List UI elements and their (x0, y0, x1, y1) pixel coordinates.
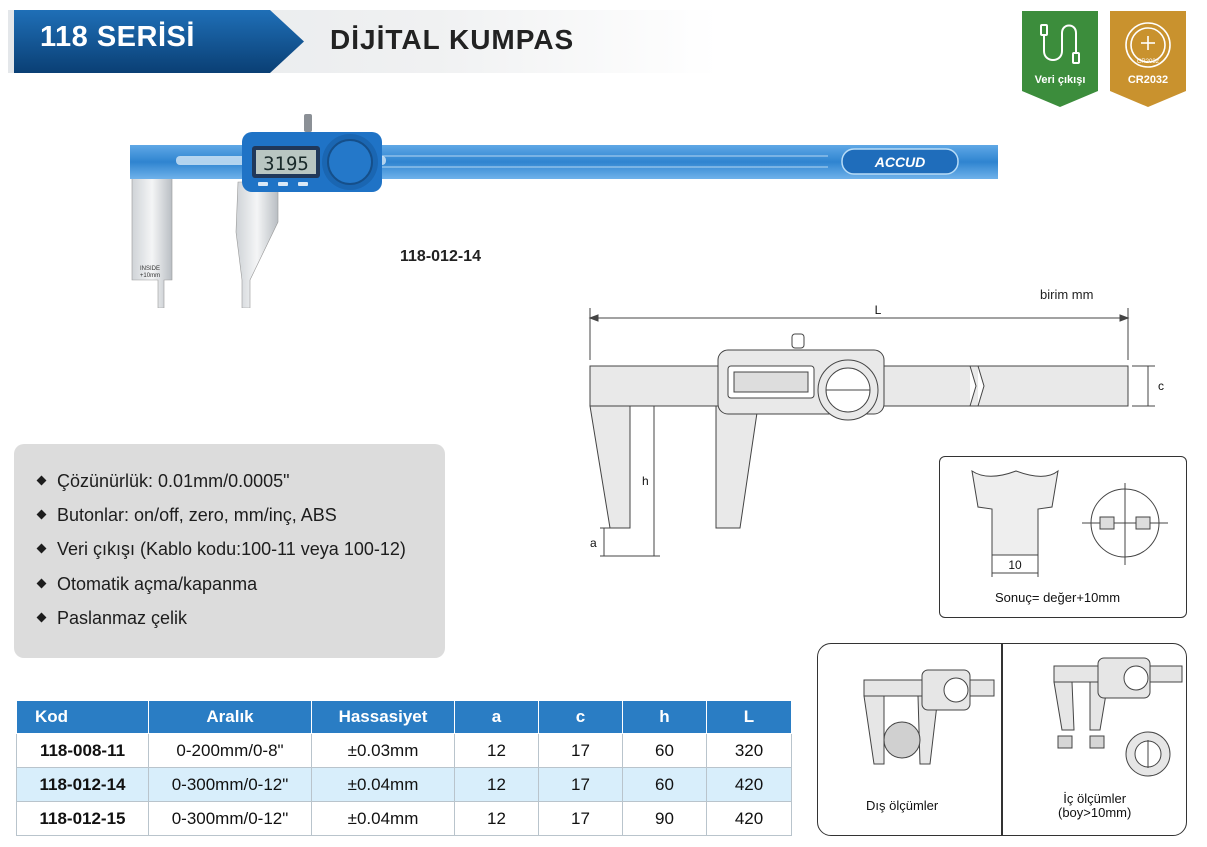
caliper-photo: ACCUD 3195 INSIDE +10mm (130, 114, 998, 308)
table-cell: 12 (454, 767, 539, 802)
table-row: 118-008-11 0-200mm/0-8" ±0.03mm 12 17 60… (16, 733, 792, 768)
outside-measure-label: Dış ölçümler (866, 798, 939, 813)
table-header-row: Kod Aralık Hassasiyet a c h L (16, 700, 792, 734)
jaw-label: INSIDE (140, 266, 160, 272)
inside-jaw-diagram: 10 (971, 469, 1168, 577)
note-text: Sonuç= değer+10mm (995, 590, 1121, 605)
table-row: 118-012-15 0-300mm/0-12" ±0.04mm 12 17 9… (16, 801, 792, 836)
data-output-badge: Veri çıkışı (1022, 11, 1098, 107)
page-title: DİJİTAL KUMPAS (330, 24, 575, 55)
product-code: 118-012-14 (400, 248, 481, 265)
table-cell: 12 (454, 801, 539, 836)
table-cell: 420 (706, 801, 792, 836)
inside-jaw-note-panel: 10 (939, 456, 1187, 618)
table-cell: ±0.04mm (311, 801, 455, 836)
feature-item: Butonlar: on/off, zero, mm/inç, ABS (36, 505, 337, 526)
feature-item: Çözünürlük: 0.01mm/0.0005" (36, 471, 290, 492)
table-cell: 17 (538, 801, 623, 836)
column-header-a: a (454, 700, 539, 734)
inside-measure-label: İç ölçümler (boy>10mm) (1058, 792, 1131, 820)
column-header-c: c (538, 700, 623, 734)
bullet-icon (36, 578, 47, 589)
bullet-icon (36, 475, 47, 486)
bullet-icon (36, 612, 47, 623)
badge-label: Veri çıkışı (1034, 74, 1086, 86)
table-cell: 17 (538, 733, 623, 768)
table-cell: 90 (622, 801, 707, 836)
unit-label: birim mm (1040, 287, 1094, 302)
dim-c-label: c (1158, 379, 1164, 393)
series-banner (14, 10, 304, 73)
dim-a-label: a (590, 536, 597, 550)
table-cell: 0-300mm/0-12" (148, 767, 312, 802)
series-title: 118 SERİSİ (40, 21, 195, 53)
jaw-label: +10mm (140, 273, 160, 279)
panel-divider (1001, 643, 1003, 836)
table-cell: 0-300mm/0-12" (148, 801, 312, 836)
spec-table: Kod Aralık Hassasiyet a c h L 118-008-11… (16, 700, 792, 836)
column-header-l: L (706, 700, 792, 734)
feature-item: Paslanmaz çelik (36, 608, 187, 629)
technical-drawing: L c h a (588, 303, 1164, 557)
table-cell: 118-008-11 (16, 733, 149, 768)
measurement-diagrams (863, 657, 1183, 777)
svg-text:CR2032: CR2032 (1137, 59, 1160, 65)
cable-icon (1040, 24, 1080, 64)
column-header-hassasiyet: Hassasiyet (311, 700, 455, 734)
column-header-aralik: Aralık (148, 700, 312, 734)
inside-measure-line2: (boy>10mm) (1058, 805, 1132, 820)
bullet-icon (36, 509, 47, 520)
table-cell: 118-012-15 (16, 801, 149, 836)
battery-badge: CR2032 CR2032 (1110, 11, 1186, 107)
table-cell: 118-012-14 (16, 767, 149, 802)
table-cell: 420 (706, 767, 792, 802)
table-cell: 0-200mm/0-8" (148, 733, 312, 768)
lcd-reading: 3195 (263, 153, 309, 175)
table-cell: 60 (622, 767, 707, 802)
table-cell: ±0.04mm (311, 767, 455, 802)
dim-L-label: L (875, 303, 882, 317)
table-cell: 17 (538, 767, 623, 802)
badge-label: CR2032 (1127, 74, 1169, 86)
table-cell: ±0.03mm (311, 733, 455, 768)
battery-icon (1125, 22, 1171, 68)
column-header-h: h (622, 700, 707, 734)
feature-item: Veri çıkışı (Kablo kodu:100-11 veya 100-… (36, 539, 406, 560)
inside-measure-line1: İç ölçümler (1063, 791, 1127, 806)
table-row: 118-012-14 0-300mm/0-12" ±0.04mm 12 17 6… (16, 767, 792, 802)
note-dim: 10 (1008, 558, 1022, 572)
brand-logo: ACCUD (874, 154, 926, 170)
table-cell: 12 (454, 733, 539, 768)
column-header-kod: Kod (16, 700, 149, 734)
table-cell: 60 (622, 733, 707, 768)
bullet-icon (36, 543, 47, 554)
table-cell: 320 (706, 733, 792, 768)
features-box: Çözünürlük: 0.01mm/0.0005" Butonlar: on/… (14, 444, 445, 658)
dim-h-label: h (642, 474, 649, 488)
feature-item: Otomatik açma/kapanma (36, 574, 257, 595)
